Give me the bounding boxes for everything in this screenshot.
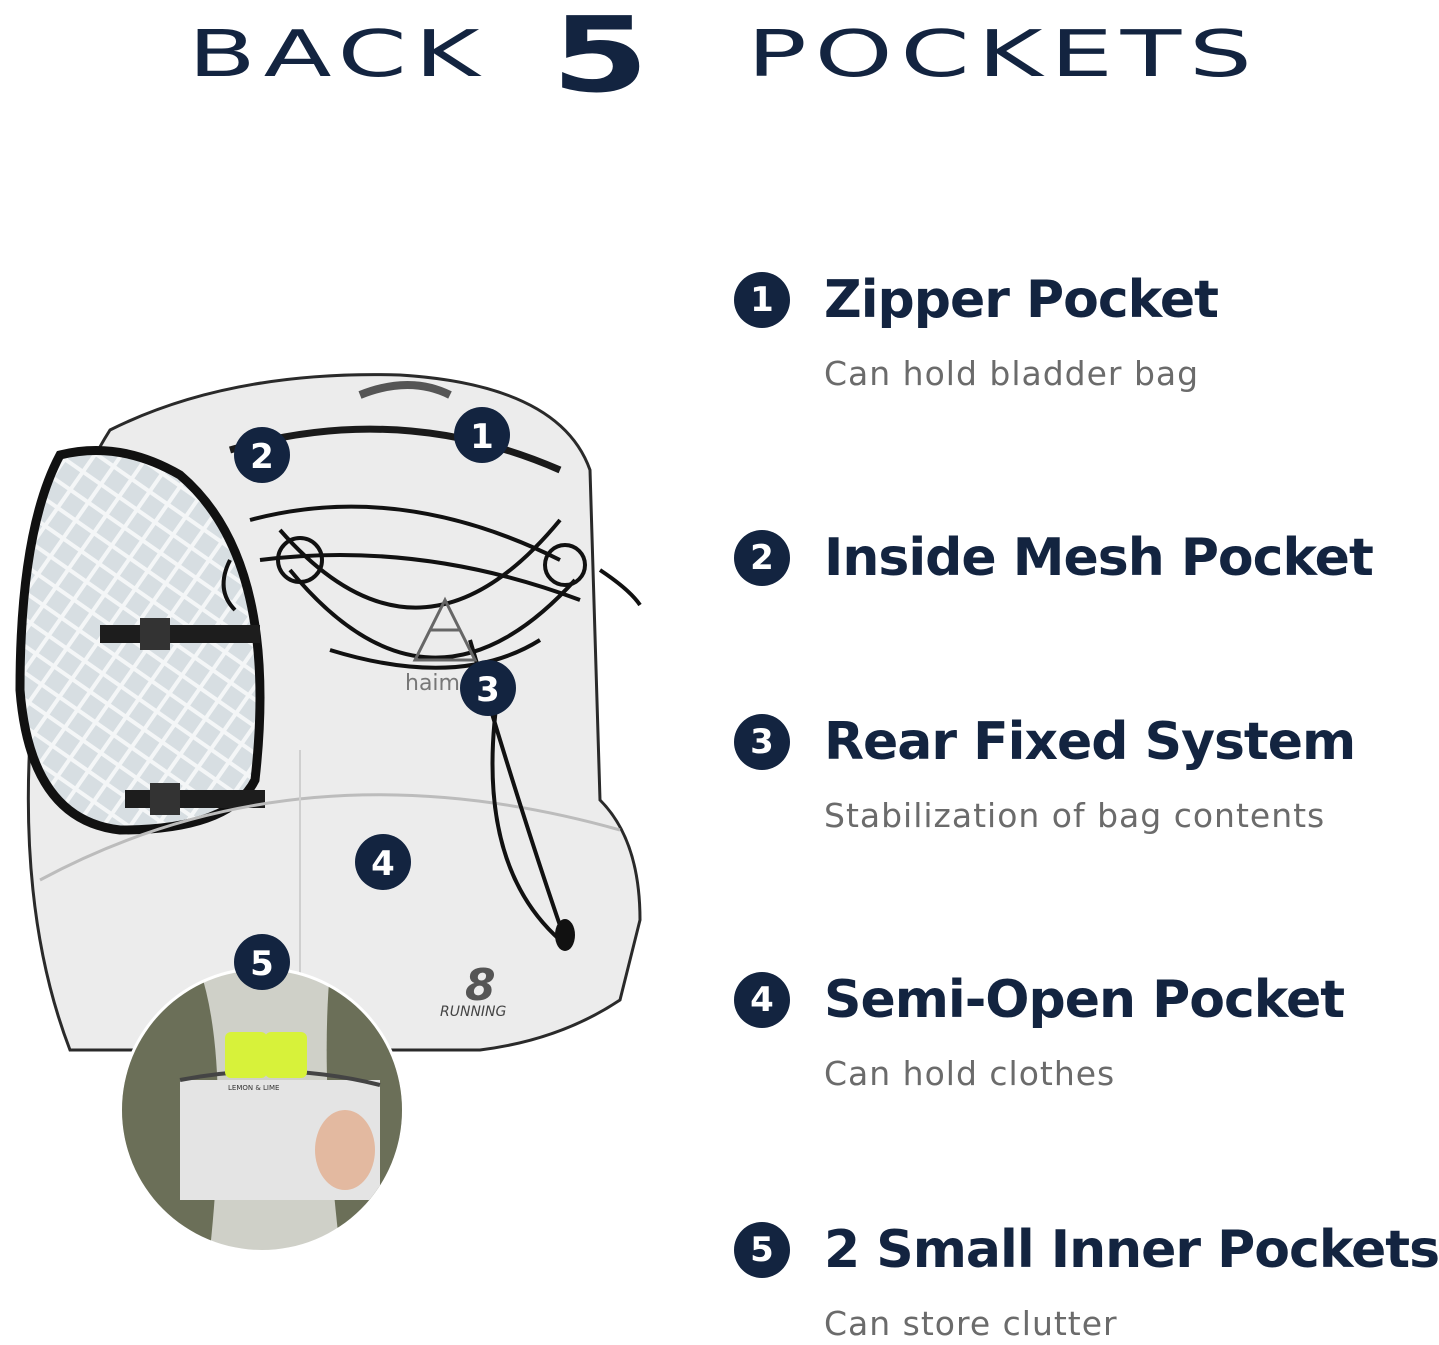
feature-description: Can hold clothes	[824, 1054, 1116, 1093]
feature-name: Zipper Pocket	[824, 270, 1219, 330]
feature-zipper-pocket: 1 Zipper Pocket Can hold bladder bag	[734, 270, 1410, 393]
callout-2: 2	[234, 427, 290, 483]
svg-text:3: 3	[476, 670, 500, 710]
model-number: 8	[465, 960, 496, 1011]
brand-logo	[412, 596, 478, 662]
feature-semi-open-pocket: 4 Semi-Open Pocket Can hold clothes	[734, 970, 1410, 1093]
feature-number-badge: 1	[734, 272, 790, 328]
feature-name: Inside Mesh Pocket	[824, 528, 1374, 588]
pouch-label: LEMON & LIME	[228, 1084, 279, 1092]
feature-description: Stabilization of bag contents	[824, 796, 1326, 835]
feature-name: 2 Small Inner Pockets	[824, 1220, 1439, 1280]
feature-heading: 2 Inside Mesh Pocket	[734, 528, 1410, 588]
callout-3: 3	[460, 660, 516, 716]
feature-number-badge: 5	[734, 1222, 790, 1278]
feature-heading: 5 2 Small Inner Pockets	[734, 1220, 1439, 1280]
title-word-pockets: POCKETS	[747, 18, 1261, 92]
svg-text:4: 4	[371, 844, 395, 884]
callout-1: 1	[454, 407, 510, 463]
svg-text:1: 1	[470, 417, 494, 457]
title-number: 5	[551, 0, 650, 116]
feature-name: Semi-Open Pocket	[824, 970, 1345, 1030]
feature-number-badge: 3	[734, 714, 790, 770]
feature-description: Can store clutter	[824, 1304, 1118, 1343]
svg-text:2: 2	[250, 437, 274, 477]
feature-heading: 1 Zipper Pocket	[734, 270, 1410, 330]
feature-description: Can hold bladder bag	[824, 354, 1200, 393]
feature-inside-mesh-pocket: 2 Inside Mesh Pocket	[734, 528, 1410, 588]
callout-badges: 1 2 3 4 5	[234, 407, 516, 990]
page-title: BACK 5 POCKETS	[0, 0, 1410, 116]
feature-rear-fixed-system: 3 Rear Fixed System Stabilization of bag…	[734, 712, 1410, 835]
model-text: RUNNING	[440, 1004, 507, 1020]
callout-5: 5	[234, 934, 290, 990]
feature-number-badge: 2	[734, 530, 790, 586]
feature-heading: 4 Semi-Open Pocket	[734, 970, 1410, 1030]
callout-4: 4	[355, 834, 411, 890]
feature-small-inner-pockets: 5 2 Small Inner Pockets Can store clutte…	[734, 1220, 1439, 1343]
vest-illustration: haima 8 RUNNING LEMON & LIME 1 2	[15, 373, 642, 1253]
feature-heading: 3 Rear Fixed System	[734, 712, 1410, 772]
feature-number-badge: 4	[734, 972, 790, 1028]
feature-name: Rear Fixed System	[824, 712, 1356, 772]
svg-text:5: 5	[250, 944, 274, 984]
vest-body: haima 8 RUNNING	[15, 373, 642, 1060]
title-word-back: BACK	[187, 18, 488, 92]
